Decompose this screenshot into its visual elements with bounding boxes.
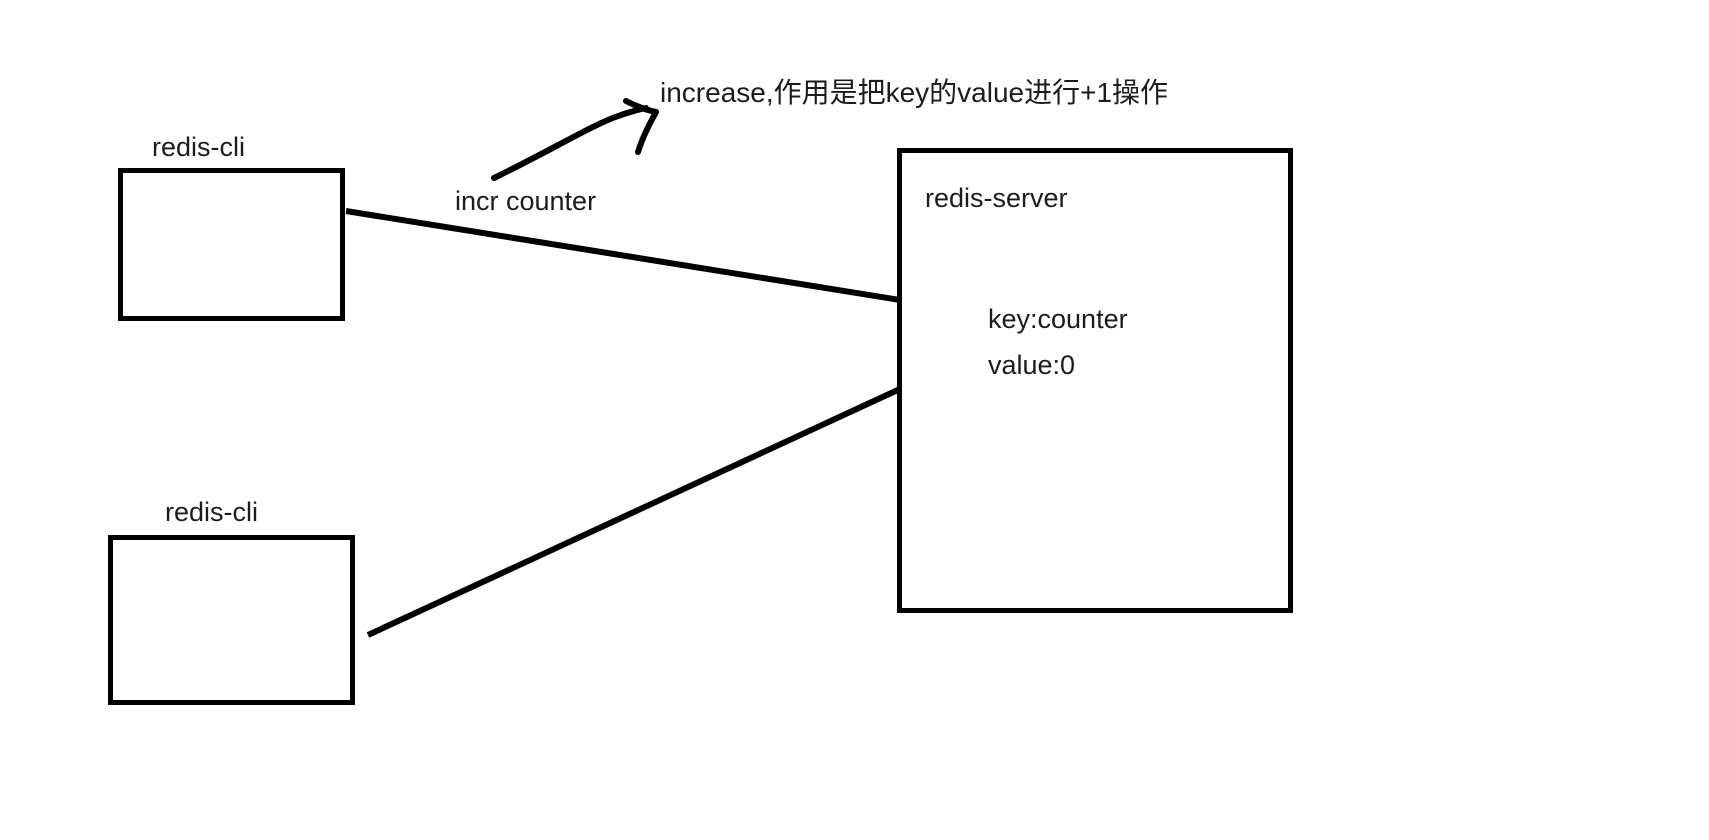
client-bottom-box[interactable]: [108, 535, 355, 705]
handdrawn-arrow-barb-lower: [635, 109, 659, 155]
connector-line-top: [345, 208, 901, 303]
handdrawn-arrow-barb-upper: [623, 98, 659, 115]
server-title-label: redis-server: [925, 183, 1068, 213]
command-label: incr counter: [455, 186, 597, 216]
client-bottom-label: redis-cli: [165, 497, 259, 527]
server-box[interactable]: [897, 148, 1293, 613]
server-key-label: key:counter: [988, 304, 1128, 334]
server-value-label: value:0: [988, 350, 1076, 380]
client-top-box[interactable]: [118, 168, 345, 321]
annotation-text: increase,作用是把key的value进行+1操作: [660, 77, 1169, 108]
connector-line-bottom: [366, 385, 904, 638]
handdrawn-arrow-shaft: [491, 105, 649, 181]
client-top-label: redis-cli: [152, 132, 246, 162]
